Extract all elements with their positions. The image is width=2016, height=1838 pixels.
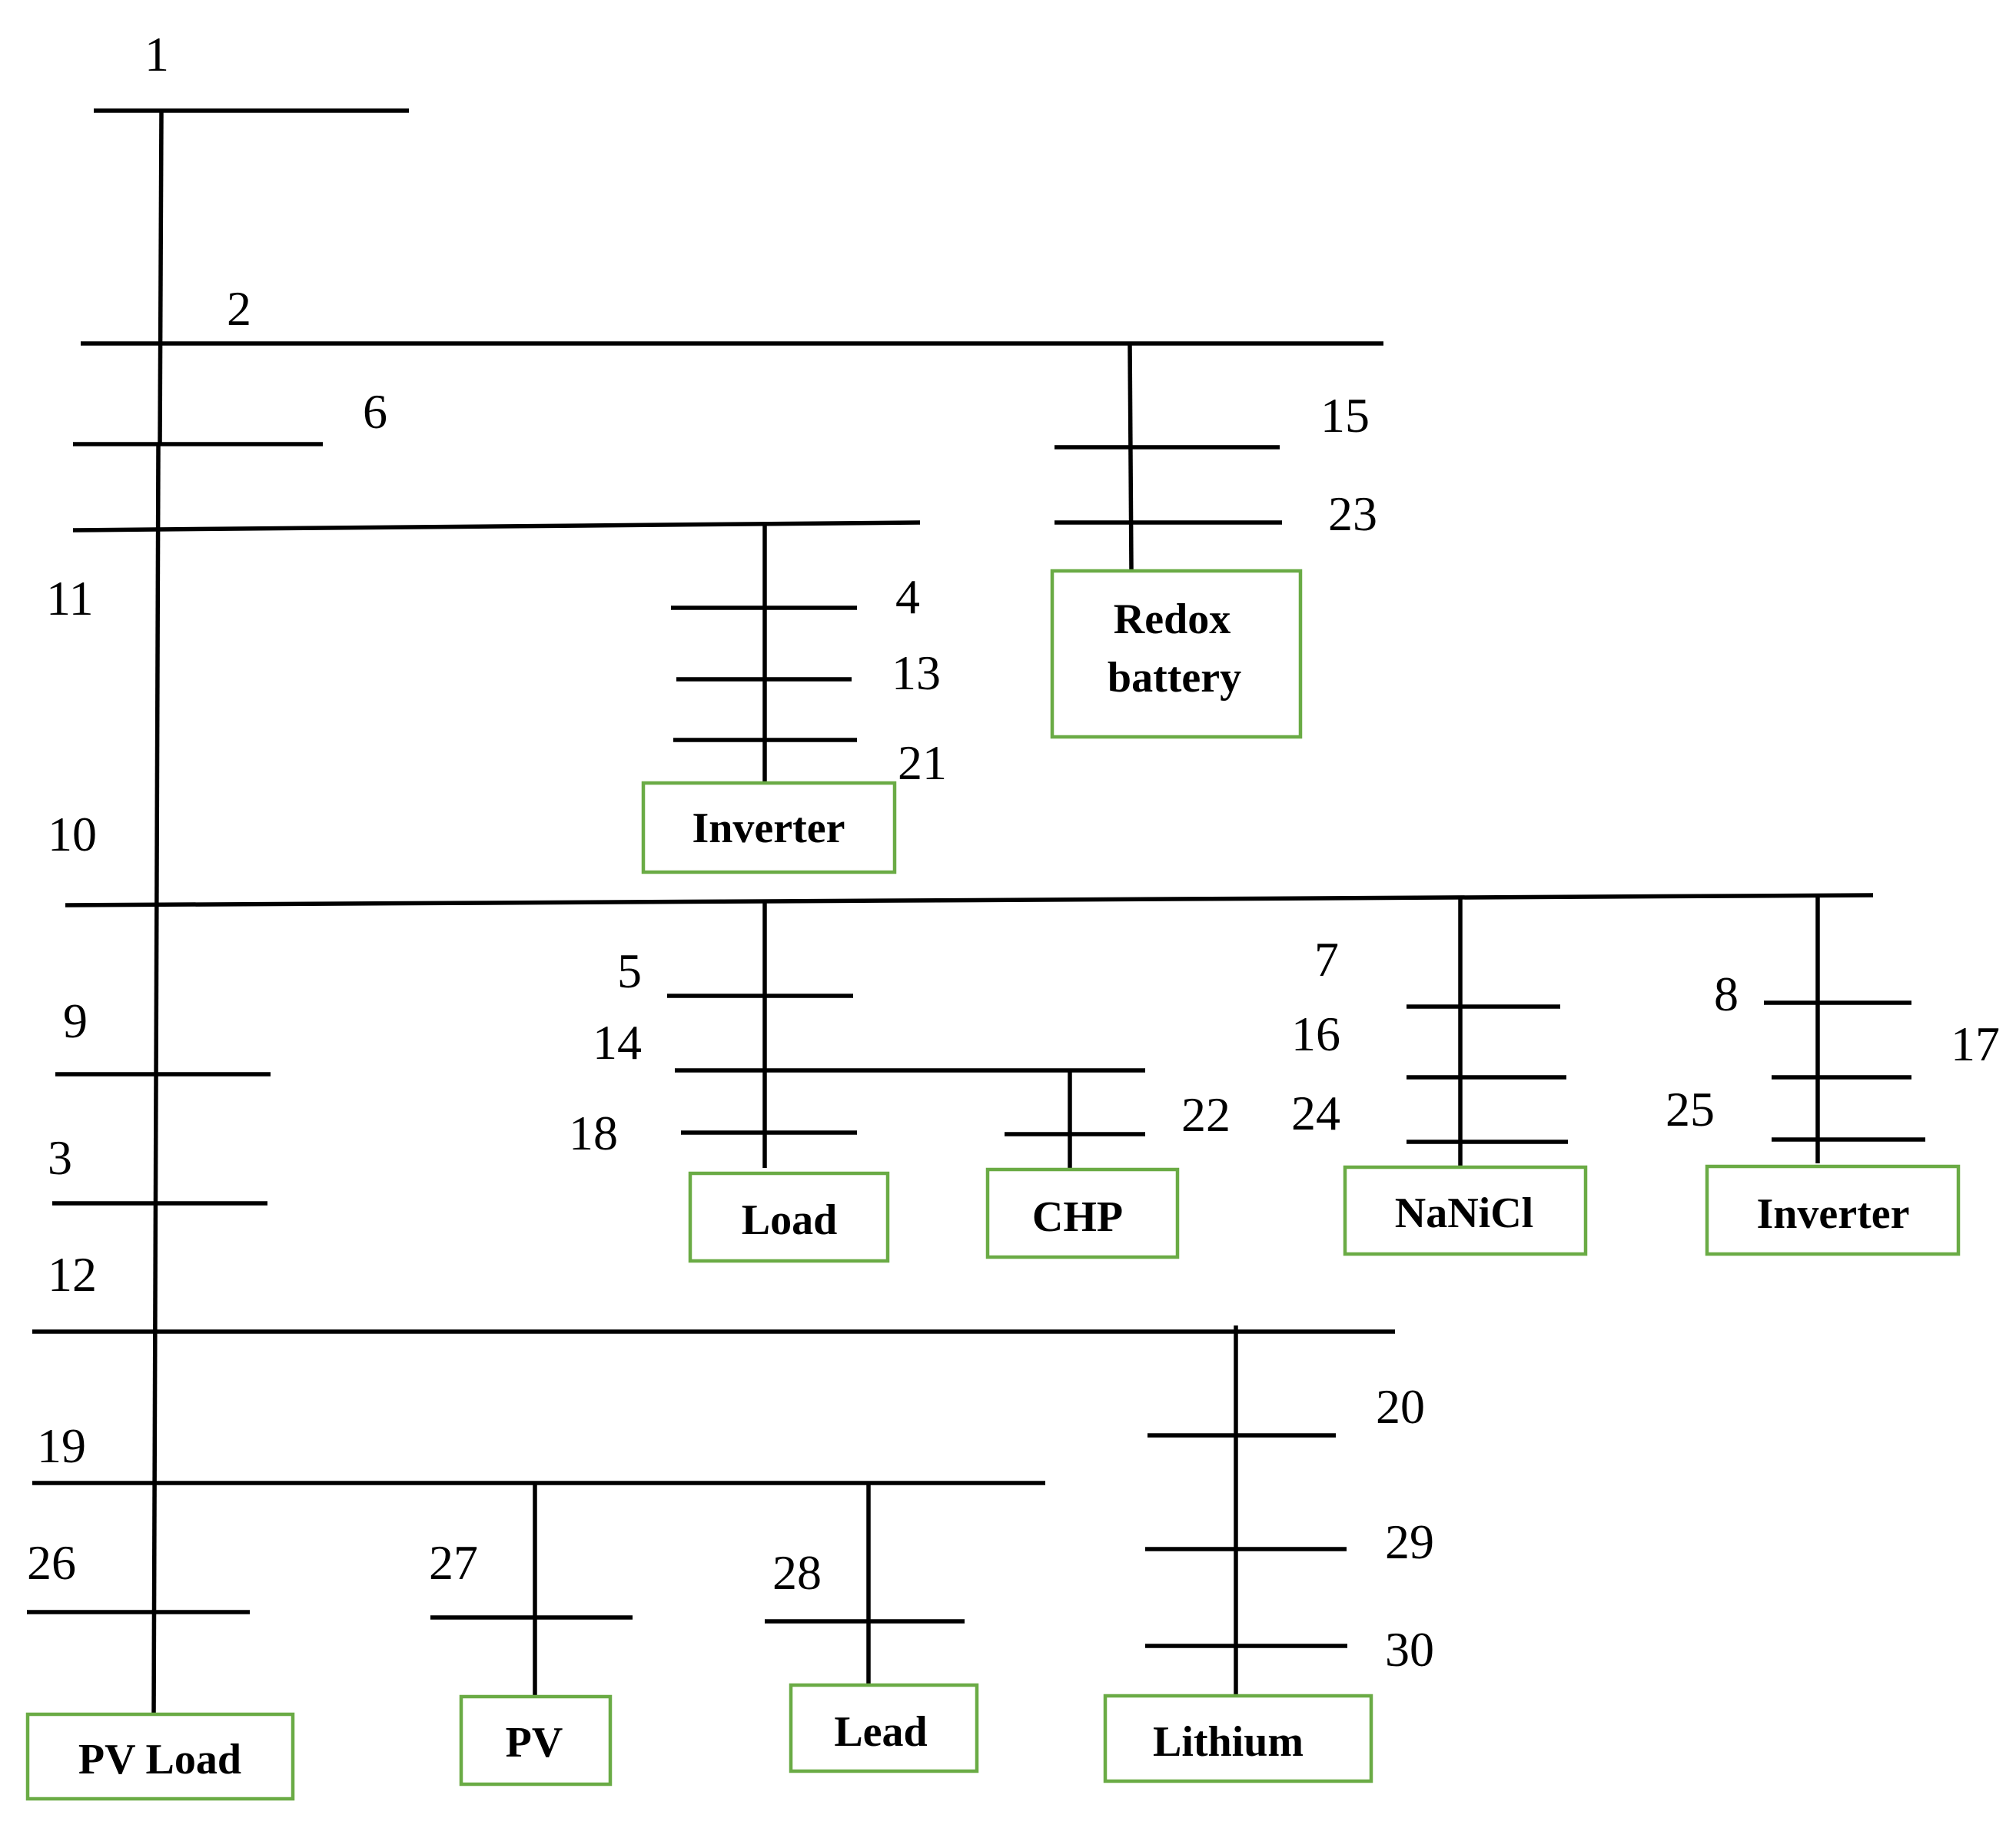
redox-battery-label-1: Redox — [1114, 596, 1231, 643]
inverter-right-label: Inverter — [1756, 1190, 1909, 1238]
lithium-box — [1103, 1694, 1373, 1783]
pv-load-box — [25, 1712, 295, 1801]
inverter-right-box — [1705, 1164, 1961, 1256]
inverter-upper-box — [641, 781, 897, 874]
bus-number-19: 19 — [37, 1418, 86, 1473]
bus-number-22: 22 — [1181, 1087, 1231, 1142]
pv-load-label: PV Load — [78, 1736, 241, 1783]
bus-number-21: 21 — [898, 735, 947, 790]
bus-number-13: 13 — [892, 645, 941, 700]
bus-number-1: 1 — [144, 27, 169, 81]
bus-number-30: 30 — [1385, 1622, 1434, 1677]
lead-label: Lead — [834, 1708, 927, 1756]
chp-label: CHP — [1032, 1193, 1123, 1241]
bus-number-27: 27 — [429, 1535, 478, 1590]
redox-branch-line — [1128, 343, 1134, 571]
bus-number-9: 9 — [63, 994, 88, 1048]
bus-number-17: 17 — [1951, 1017, 2000, 1071]
bus-number-15: 15 — [1320, 388, 1370, 443]
lead-box — [789, 1683, 979, 1773]
bus-number-25: 25 — [1666, 1082, 1715, 1136]
bus-number-8: 8 — [1714, 967, 1739, 1021]
pv-box — [459, 1694, 613, 1787]
bus-number-7: 7 — [1314, 932, 1339, 987]
bus-number-24: 24 — [1291, 1086, 1340, 1140]
bus-number-4: 4 — [895, 569, 920, 624]
inverter-upper-label: Inverter — [692, 805, 845, 852]
bus-number-28: 28 — [772, 1545, 822, 1600]
chp-box — [985, 1167, 1180, 1259]
pv-label: PV — [506, 1719, 563, 1767]
bus-number-5: 5 — [617, 944, 642, 998]
bus-number-16: 16 — [1291, 1007, 1340, 1061]
bus-number-10: 10 — [48, 807, 97, 861]
bus-number-6: 6 — [363, 384, 387, 439]
bus-bar-11 — [72, 520, 921, 532]
bus-number-14: 14 — [593, 1015, 642, 1070]
bus-number-29: 29 — [1385, 1515, 1434, 1569]
trunk-upper — [158, 110, 164, 446]
load-box — [688, 1171, 890, 1263]
lithium-label: Lithium — [1153, 1718, 1304, 1766]
bus-number-12: 12 — [48, 1247, 97, 1302]
nanicl-box — [1343, 1165, 1588, 1256]
bus-number-18: 18 — [569, 1106, 618, 1160]
bus-number-23: 23 — [1328, 486, 1377, 541]
redox-battery-box — [1050, 569, 1303, 739]
bus-number-2: 2 — [227, 281, 251, 336]
bus-number-20: 20 — [1376, 1379, 1425, 1434]
redox-battery-label-2: battery — [1108, 654, 1241, 702]
trunk-lower — [151, 445, 161, 1720]
bus-bar-10 — [65, 893, 1874, 907]
bus-number-11: 11 — [46, 571, 94, 625]
load-label: Load — [742, 1196, 838, 1244]
bus-number-3: 3 — [48, 1130, 72, 1185]
bus-number-26: 26 — [27, 1535, 76, 1590]
nanicl-label: NaNiCl — [1395, 1189, 1533, 1237]
